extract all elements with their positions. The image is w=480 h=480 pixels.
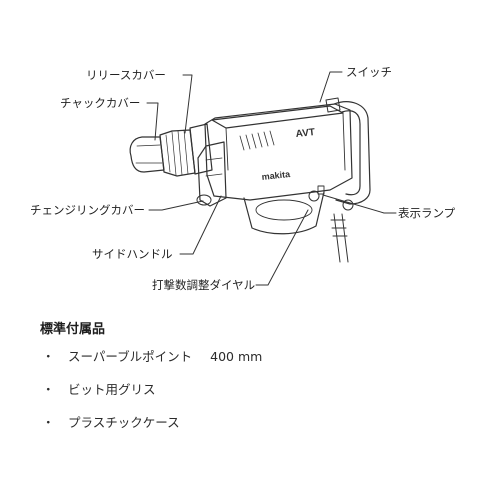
motor-housing: AVT makita (196, 103, 353, 235)
avt-mark: AVT (295, 127, 315, 140)
body-outline (204, 103, 353, 201)
release-cover (189, 123, 213, 175)
brand-logo: makita (261, 169, 291, 182)
vent-slots (239, 130, 275, 151)
callout-chuck-cover: チャックカバー (60, 96, 141, 110)
callout-indicator-lamp: 表示ランプ (398, 206, 456, 220)
callout-change-ring-cover: チェンジリングカバー (30, 203, 145, 217)
item-name: プラスチックケース (68, 415, 180, 430)
callout-side-handle: サイドハンドル (92, 247, 173, 261)
demolition-hammer-illustration: AVT makita (129, 71, 397, 286)
item-name: スーパーブルポイント (68, 349, 193, 364)
impact-dial-knob (308, 190, 320, 202)
leader-impact-dial (255, 209, 309, 286)
side-handle-body (197, 141, 227, 207)
item-name: ビット用グリス (68, 382, 156, 397)
list-item: ・スーパーブルポイント 400 mm (40, 347, 460, 380)
switch-trigger (325, 97, 341, 113)
tool-diagram: AVT makita リリースカバー チャックカバー チェンジリングカバー サイ… (30, 65, 456, 292)
indicator-lamp-light (317, 185, 325, 195)
callout-release-cover: リリースカバー (86, 68, 166, 82)
callout-impact-dial: 打撃数調整ダイヤル (152, 278, 256, 292)
rear-handle (325, 97, 371, 263)
leader-chuck-cover (146, 102, 159, 141)
callout-switch: スイッチ (346, 65, 392, 79)
bullet: ・ (42, 415, 55, 430)
leader-change-ring-cover (148, 200, 204, 211)
change-ring (196, 194, 212, 206)
bullet: ・ (42, 349, 55, 364)
list-item: ・プラスチックケース (40, 413, 460, 446)
leader-indicator-lamp (322, 194, 397, 214)
chuck-assembly (129, 123, 213, 177)
chuck-nose (129, 136, 165, 173)
leader-release-cover (182, 74, 193, 134)
accessories-heading: 標準付属品 (40, 322, 106, 337)
chuck-cover (159, 129, 196, 177)
motor-base (243, 191, 325, 235)
item-spec: 400 mm (210, 349, 263, 364)
bullet: ・ (42, 382, 55, 397)
leader-side-handle (179, 195, 222, 255)
leader-switch (319, 71, 343, 103)
power-cord (330, 213, 349, 263)
top-cover (211, 105, 344, 129)
list-item: ・ビット用グリス (40, 380, 460, 413)
leader-lines (146, 71, 397, 286)
